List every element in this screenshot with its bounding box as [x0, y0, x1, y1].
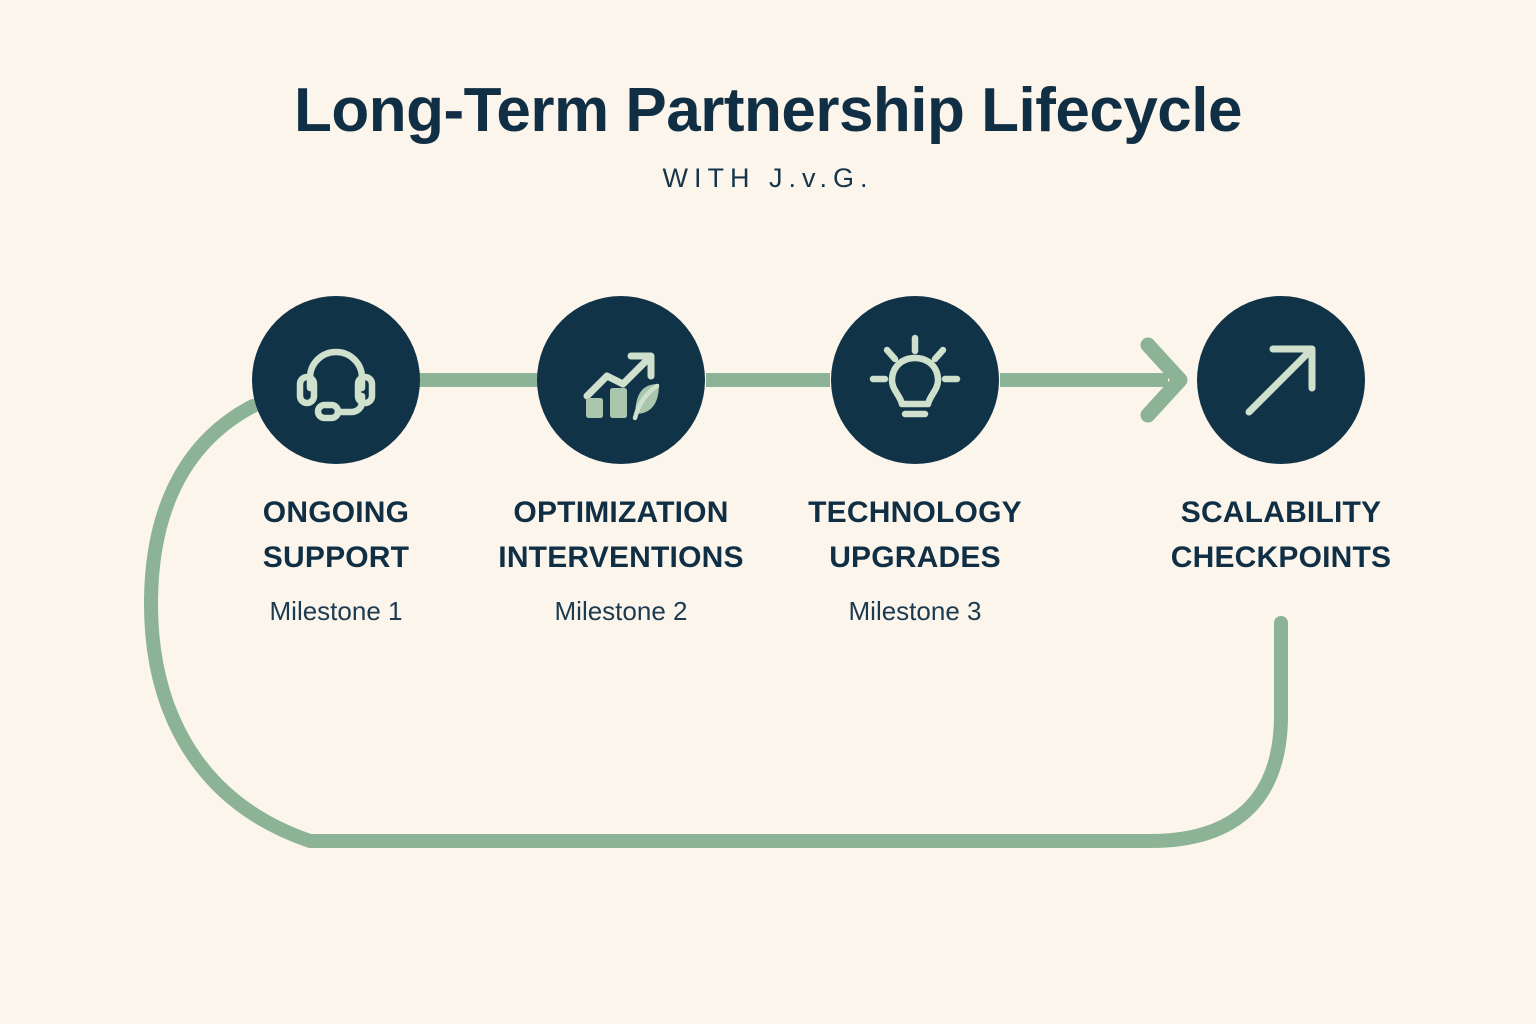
step-1-circle[interactable] [252, 296, 420, 464]
lightbulb-icon [869, 334, 961, 418]
flow-step-ongoing-support[interactable]: ONGOING SUPPORT Milestone 1 [186, 296, 486, 627]
flow-step-scalability-checkpoints[interactable]: SCALABILITY CHECKPOINTS [1091, 296, 1471, 596]
step-4-circle[interactable] [1197, 296, 1365, 464]
step-1-label: ONGOING SUPPORT [262, 496, 410, 574]
step-2-circle[interactable] [537, 296, 705, 464]
step-3-milestone: Milestone 3 [848, 596, 982, 626]
arrowhead-icon [1140, 337, 1188, 423]
arrow-up-right-icon [1245, 345, 1316, 416]
feedback-loop-path [143, 399, 1288, 848]
step-3-circle[interactable] [831, 296, 999, 464]
step-2-label: OPTIMIZATION INTERVENTIONS [498, 496, 744, 574]
step-3-label: TECHNOLOGY UPGRADES [808, 496, 1022, 574]
growth-chart-leaf-icon [583, 352, 660, 421]
step-2-milestone: Milestone 2 [554, 596, 688, 626]
headset-icon [296, 348, 376, 422]
step-4-label: SCALABILITY CHECKPOINTS [1170, 496, 1392, 574]
step-1-milestone: Milestone 1 [269, 596, 403, 626]
flow-step-technology-upgrades[interactable]: TECHNOLOGY UPGRADES Milestone 3 [765, 296, 1065, 627]
flow-step-optimization-interventions[interactable]: OPTIMIZATION INTERVENTIONS Milestone 2 [431, 296, 811, 627]
